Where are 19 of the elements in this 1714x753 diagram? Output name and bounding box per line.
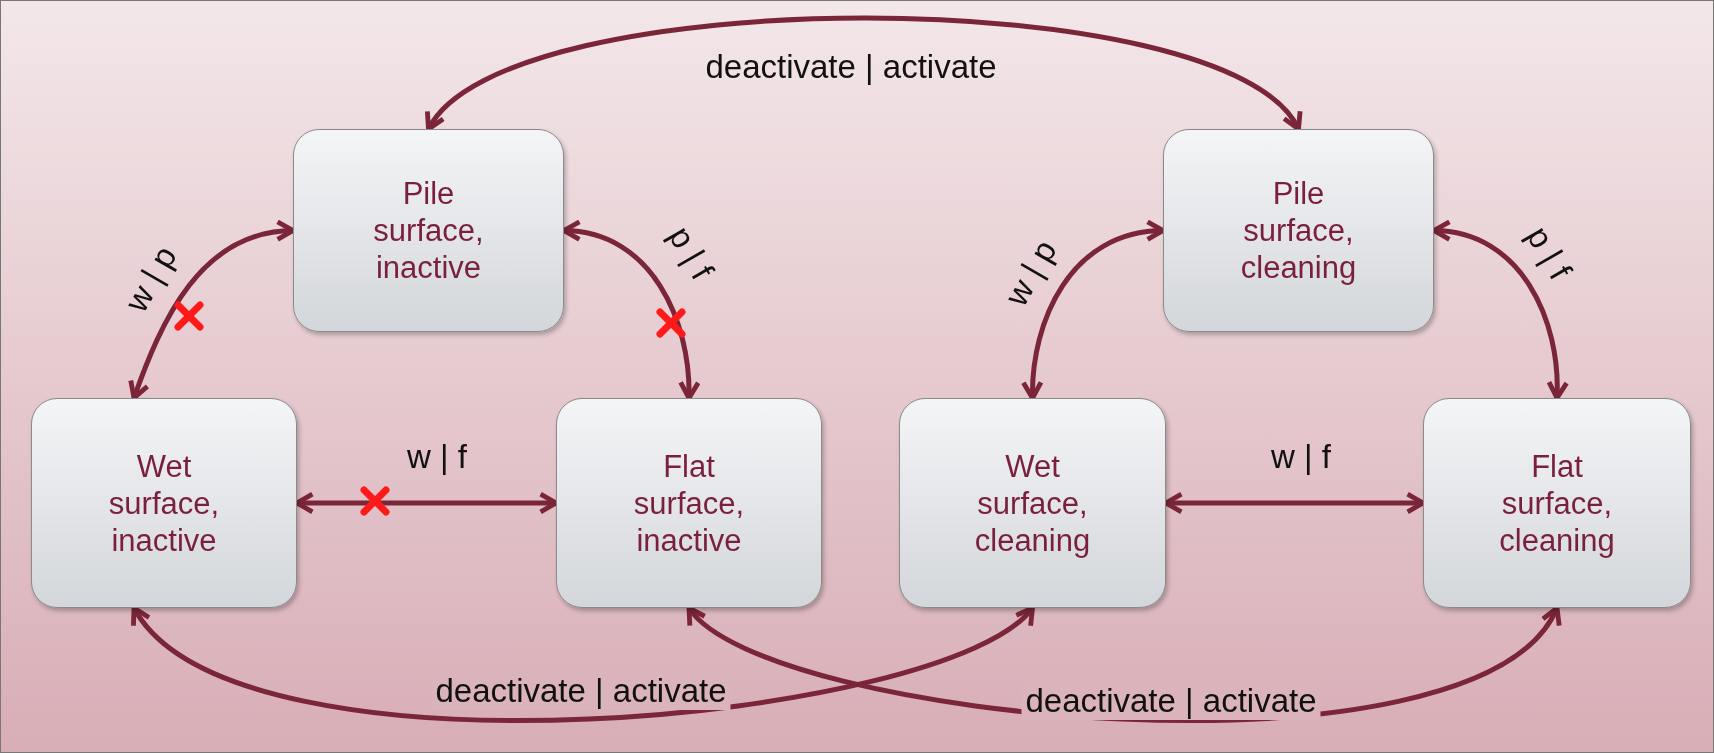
edge-label: deactivate | activate (704, 48, 998, 86)
state-box (1163, 129, 1434, 332)
state-label: Flat surface, inactive (632, 447, 746, 559)
state-label: Pile surface, cleaning (1239, 175, 1358, 286)
state-box (556, 398, 822, 608)
edge-label: p | f (660, 218, 723, 288)
edge-label: p | f (1518, 218, 1581, 288)
edge-label: w | f (1270, 438, 1332, 476)
state-label: Wet surface, cleaning (973, 447, 1092, 559)
state-label: Wet surface, inactive (107, 447, 221, 559)
state-box (899, 398, 1166, 608)
edge-label: w | p (116, 238, 185, 320)
state-box (1423, 398, 1691, 608)
state-box (31, 398, 297, 608)
edge-label: w | f (406, 438, 468, 476)
state-label: Flat surface, cleaning (1498, 447, 1616, 559)
state-box (293, 129, 564, 332)
state-label: Pile surface, inactive (372, 175, 485, 286)
edge-label: w | p (996, 232, 1065, 314)
